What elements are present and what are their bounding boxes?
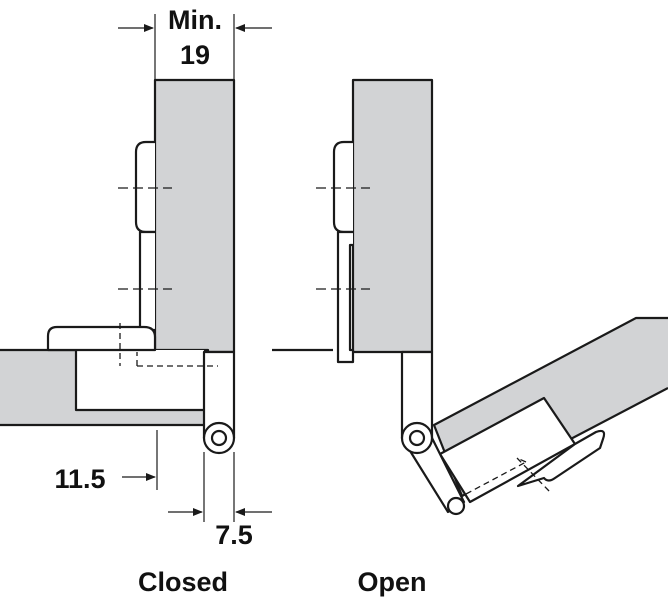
dim-panel-thickness-value: 19 [180, 40, 210, 70]
closed-mounting-plate [134, 140, 155, 234]
dim-gap [168, 452, 272, 522]
dim-panel-thickness [118, 14, 272, 80]
closed-hinge-pivot-inner [210, 429, 228, 447]
open-cabinet-panel [351, 78, 434, 354]
closed-cabinet-panel [153, 78, 236, 354]
dim-min-label: Min. [168, 5, 222, 35]
caption-open: Open [357, 567, 426, 597]
open-centre-lines [316, 187, 551, 495]
closed-centre-lines [118, 187, 218, 367]
open-hinge-pivot-inner [408, 429, 426, 447]
open-hinge-cup-recess [438, 396, 577, 504]
open-hinge-arm [336, 230, 355, 364]
open-view [272, 78, 668, 516]
open-lower-pivot [446, 496, 466, 516]
closed-cup-flange [46, 325, 157, 352]
dim-gap-value: 7.5 [215, 520, 253, 550]
open-cup-flange [516, 429, 606, 488]
closed-hinge-arm [138, 230, 155, 332]
dim-overlay [122, 430, 158, 490]
open-mounting-plate [332, 140, 353, 234]
closed-hinge-cup-recess [74, 350, 207, 412]
closed-view [0, 14, 272, 522]
dim-overlay-value: 11.5 [54, 464, 105, 494]
caption-closed: Closed [138, 567, 228, 597]
